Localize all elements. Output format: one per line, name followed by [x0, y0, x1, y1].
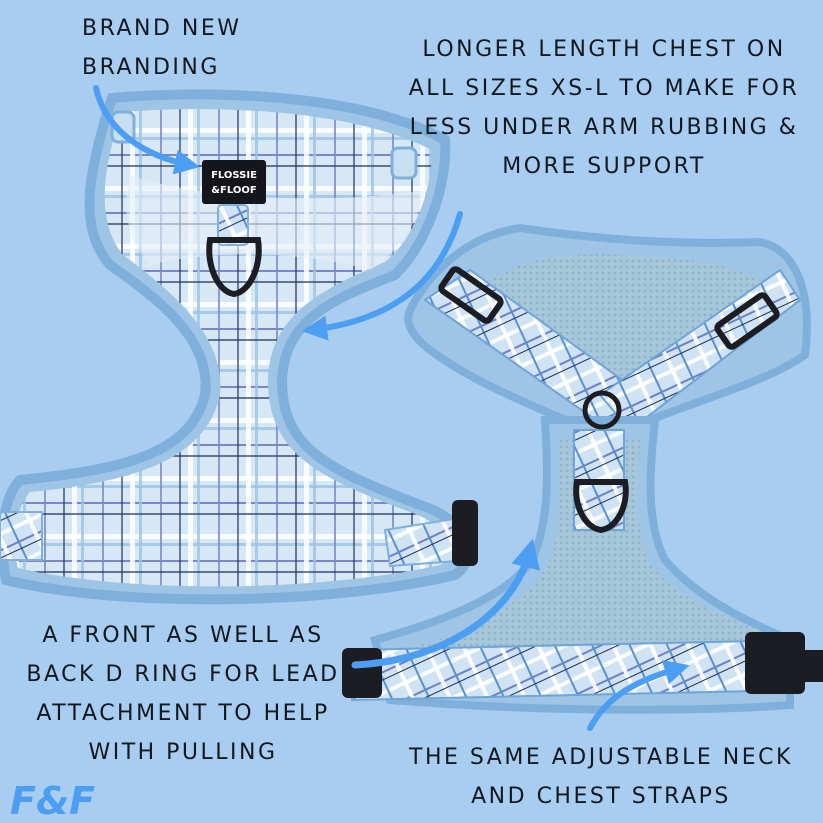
caption-d-ring: A FRONT AS WELL AS BACK D RING FOR LEAD …	[18, 616, 348, 772]
caption-longer-chest: LONGER LENGTH CHEST ON ALL SIZES XS-L TO…	[398, 30, 810, 186]
caption-d-ring-line: ATTACHMENT TO HELP	[36, 701, 330, 726]
neck-slider-right	[714, 292, 780, 350]
caption-straps-line: AND CHEST STRAPS	[471, 784, 731, 809]
front-buckle-right	[745, 632, 805, 694]
arrow-to-brand-label	[93, 85, 200, 175]
front-d-ring	[573, 479, 629, 534]
shoulder-tab-right	[390, 146, 418, 180]
arrow-to-front-d-ring	[351, 538, 540, 669]
front-buckle-right-end	[805, 650, 823, 682]
shoulder-tab-left	[110, 110, 136, 144]
harness-front-body-mesh	[410, 440, 760, 694]
back-left-strap-stub	[0, 511, 43, 561]
corner-logo: F&F	[10, 779, 95, 823]
neck-slider-left	[438, 266, 504, 324]
front-buckle-left	[342, 648, 382, 698]
brand-label-line-1: FLOSSIE	[211, 170, 257, 181]
arrow-to-longer-chest	[302, 211, 463, 341]
harness-back-view: FLOSSIE &FLOOF	[0, 89, 478, 605]
caption-d-ring-line: A FRONT AS WELL AS	[42, 623, 324, 648]
back-d-ring	[206, 237, 262, 298]
caption-d-ring-line: BACK D RING FOR LEAD	[26, 662, 340, 687]
back-d-ring-tab	[217, 204, 249, 246]
caption-chest-line: ALL SIZES XS-L TO MAKE FOR	[408, 76, 800, 101]
caption-chest-line: LONGER LENGTH CHEST ON	[422, 37, 786, 62]
top-ring	[582, 390, 622, 430]
caption-chest-line: MORE SUPPORT	[502, 154, 706, 179]
caption-branding-line: BRANDING	[82, 55, 220, 80]
front-bottom-strap	[351, 638, 801, 702]
caption-d-ring-line: WITH PULLING	[88, 740, 278, 765]
harness-back-neck-padding	[126, 175, 425, 270]
caption-adjustable-straps: THE SAME ADJUSTABLE NECK AND CHEST STRAP…	[395, 738, 807, 816]
brand-label: FLOSSIE &FLOOF	[202, 160, 266, 204]
back-side-buckle	[452, 500, 478, 566]
caption-straps-line: THE SAME ADJUSTABLE NECK	[409, 745, 793, 770]
caption-branding-line: BRAND NEW	[82, 16, 242, 41]
harness-front-view	[342, 223, 823, 714]
caption-brand-new-branding: BRAND NEW BRANDING	[82, 9, 242, 87]
caption-chest-line: LESS UNDER ARM RUBBING &	[409, 115, 799, 140]
brand-label-line-2: &FLOOF	[211, 185, 256, 196]
arrow-to-adjustable-straps	[587, 659, 690, 731]
